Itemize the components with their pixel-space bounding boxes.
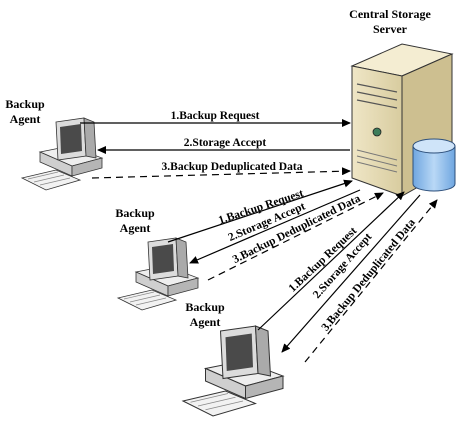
agent-3-label-line1: Backup (185, 300, 225, 314)
agent-2-request-arrow (167, 179, 353, 243)
database-icon (412, 138, 456, 192)
agent-2-accept-arrow (189, 189, 361, 264)
central-storage-server: Central Storage Server (349, 7, 456, 197)
agent-1-request-label: 1.Backup Request (171, 110, 260, 122)
agent-1-label-line1: Backup (5, 97, 45, 111)
server-title-line1: Central Storage (349, 7, 431, 21)
agent-2-data-arrow (207, 192, 384, 281)
backup-agent-2: Backup Agent (115, 206, 200, 311)
server-power-led-icon (372, 127, 382, 137)
agent-3-request-arrow (257, 191, 405, 331)
server-title-line2: Server (373, 22, 408, 36)
agent-2-label-line1: Backup (115, 206, 155, 220)
agent-3-accept-arrow (281, 194, 421, 353)
agent-1-messages: 1.Backup Request 2.Storage Accept 3.Back… (80, 110, 351, 179)
backup-agent-3: Backup Agent (181, 300, 285, 417)
agent-1-label-line2: Agent (10, 112, 41, 126)
computer-icon (20, 117, 104, 191)
computer-icon (116, 237, 200, 311)
backup-agent-1: Backup Agent (5, 97, 104, 191)
agent-3-label-line2: Agent (190, 315, 221, 329)
agent-1-data-label: 3.Backup Deduplicated Data (162, 161, 303, 173)
agent-1-accept-label: 2.Storage Accept (184, 137, 267, 149)
computer-icon (181, 325, 285, 417)
agent-3-data-arrow (304, 199, 438, 363)
agent-2-label-line2: Agent (120, 221, 151, 235)
